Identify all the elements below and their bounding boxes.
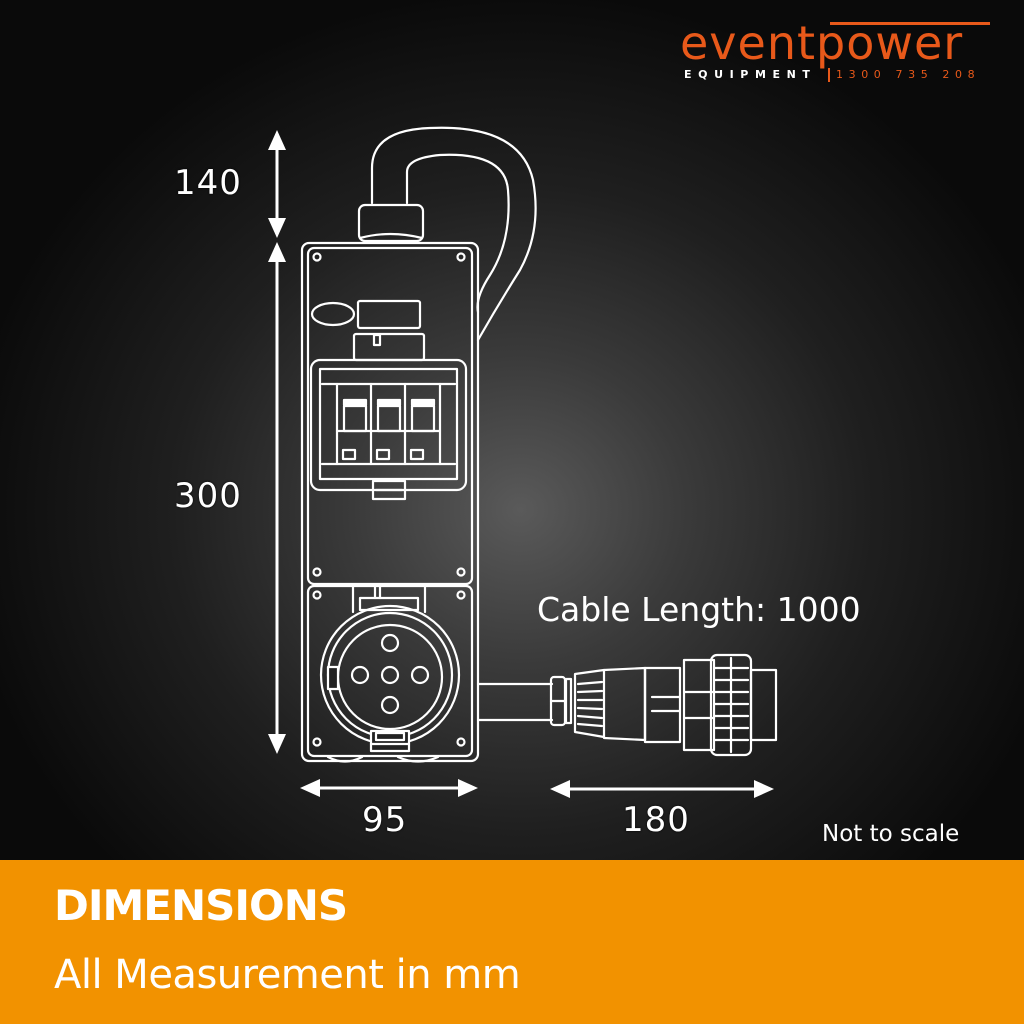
three-phase-socket-icon xyxy=(319,604,461,763)
dimension-arrow-180-icon xyxy=(550,780,774,798)
cable-gland-icon xyxy=(357,203,425,243)
cable-loop-icon xyxy=(370,126,537,342)
dimension-label-180: 180 xyxy=(622,800,690,840)
not-to-scale-note: Not to scale xyxy=(822,821,960,847)
brand-tagline: EQUIPMENT xyxy=(684,68,817,81)
dimension-label-300: 300 xyxy=(174,476,242,516)
dimension-label-95: 95 xyxy=(362,800,408,840)
dimension-arrow-95-icon xyxy=(300,779,478,797)
distribution-box-icon xyxy=(300,241,480,763)
three-pole-breaker-icon xyxy=(335,398,442,461)
logo-divider xyxy=(828,68,830,82)
dimension-label-140: 140 xyxy=(174,163,242,203)
footer-title: DIMENSIONS xyxy=(54,881,348,930)
dimension-arrow-140-icon xyxy=(268,130,286,238)
cable-length-label: Cable Length: 1000 xyxy=(537,590,861,629)
diagram-stage: eventpower EQUIPMENT 1300 735 208 xyxy=(0,0,1024,860)
cable-icon xyxy=(476,682,554,722)
logo-overline xyxy=(830,22,990,25)
brand-name: eventpower xyxy=(680,16,964,70)
footer-banner: DIMENSIONS All Measurement in mm xyxy=(0,860,1024,1024)
dimension-arrow-300-icon xyxy=(268,242,286,754)
product-line-drawing xyxy=(268,126,778,798)
brand-phone: 1300 735 208 xyxy=(836,68,981,81)
three-phase-plug-icon xyxy=(549,653,778,757)
brand-logo: eventpower EQUIPMENT 1300 735 208 xyxy=(680,18,1010,88)
footer-subtitle: All Measurement in mm xyxy=(54,952,521,998)
